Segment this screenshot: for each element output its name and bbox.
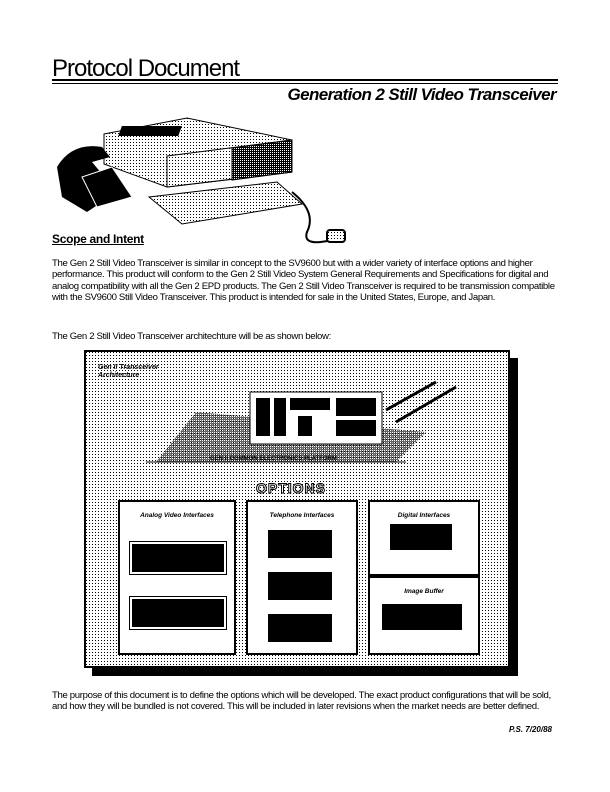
architecture-figure: Gen II Transceiver Architecture GEN II C… (84, 350, 510, 668)
platform-label: GEN II COMMON ELECTRONICS PLATFORM (210, 456, 337, 462)
author-date: P.S. 7/20/88 (509, 725, 552, 734)
board-icon (268, 530, 332, 558)
options-heading: OPTIONS (255, 480, 327, 497)
board-icon (268, 572, 332, 600)
title-rule-thin (52, 83, 558, 84)
document-subtitle: Generation 2 Still Video Transceiver (287, 85, 557, 104)
board-icon (129, 596, 227, 630)
option-telephone: Telephone Interfaces (246, 500, 358, 655)
section-heading: Scope and Intent (52, 232, 144, 246)
option-title: Analog Video Interfaces (140, 512, 214, 519)
board-icon (268, 614, 332, 642)
board-icon (390, 524, 452, 550)
title-rule (52, 79, 558, 81)
option-title: Digital Interfaces (397, 512, 451, 519)
option-title: Image Buffer (404, 588, 444, 595)
option-analog-video: Analog Video Interfaces (118, 500, 236, 655)
product-illustration (57, 117, 346, 244)
option-title: Telephone Interfaces (269, 512, 335, 519)
closing-paragraph: The purpose of this document is to defin… (52, 690, 551, 713)
option-digital: Digital Interfaces (368, 500, 480, 576)
architecture-intro: The Gen 2 Still Video Transceiver archit… (52, 331, 331, 342)
intro-paragraph: The Gen 2 Still Video Transceiver is sim… (52, 258, 555, 303)
board-icon (129, 541, 227, 575)
document-title: Protocol Document (52, 55, 240, 82)
figure-title: Gen II Transceiver Architecture (98, 364, 159, 379)
option-image-buffer: Image Buffer (368, 576, 480, 655)
board-icon (382, 604, 462, 630)
